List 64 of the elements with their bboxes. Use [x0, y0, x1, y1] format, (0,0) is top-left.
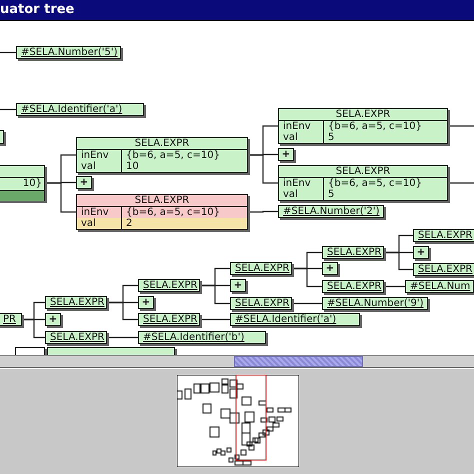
tree-node: SELA.EXPR [138, 313, 200, 326]
node-title: SELA.EXPR [279, 166, 447, 178]
expand-button: + [322, 262, 338, 275]
tree-node: SELA.EXPR [413, 263, 474, 276]
connector-line [107, 302, 138, 320]
connector-line [384, 252, 413, 270]
expand-button: + [413, 246, 429, 259]
tree-node: PR [0, 313, 22, 326]
tree-node: SELA.EXPR [322, 246, 384, 259]
expression-node [278, 165, 448, 201]
tree-node: #SELA.Number('2') [278, 205, 384, 218]
node-title: SELA.EXPR [77, 195, 247, 207]
field-value: {b=6, a=5, c=10} [327, 121, 422, 132]
connector-line [292, 302, 322, 304]
expand-button: + [278, 148, 294, 161]
tree-node: #SELA.Identifier('b') [138, 331, 266, 344]
window-title: uator tree [0, 2, 74, 17]
tree-node: #SELA.Identifier('a') [16, 103, 144, 116]
tree-node: SELA.EXPR [230, 297, 292, 310]
expand-button: + [76, 176, 92, 189]
field-value: 2 [125, 218, 132, 229]
field-name: val [279, 132, 324, 143]
connector-line [45, 182, 76, 213]
connector-line [0, 52, 16, 54]
tree-node: SELA.EXPR [138, 279, 200, 292]
connector-line [22, 318, 45, 338]
field-value: {b=6, a=5, c=10} [125, 207, 220, 218]
tree-node: SELA.EXPR [45, 331, 107, 344]
field-value: {b=6, a=5, c=10} [327, 178, 422, 189]
connector-line [0, 108, 16, 110]
expression-node [0, 165, 45, 201]
connector-line [200, 284, 230, 304]
tree-node: SELA.EXPR [413, 229, 474, 242]
connector-line [200, 318, 230, 320]
tree-node: #SELA.Identifier('a') [230, 313, 360, 326]
tree-node: #SELA.Num [405, 280, 474, 293]
field-value: 5 [327, 132, 334, 143]
tree-node: #SELA.Number('5') [16, 46, 121, 59]
connector-line [248, 154, 278, 184]
connector-line [384, 286, 405, 288]
field-value: {b=6, a=5, c=10} [125, 150, 220, 161]
connector-line [107, 336, 138, 338]
tree-node: SELA.EXPR [230, 262, 292, 275]
tree-node: #SELA.Number('9') [322, 297, 428, 310]
connector-line [248, 210, 278, 213]
field-value: 5 [327, 189, 334, 200]
connector-line [448, 125, 474, 127]
tree-node: SELA.EXPR [322, 280, 384, 293]
node-title: SELA.EXPR [279, 109, 447, 121]
connector-line [292, 268, 322, 288]
node-title: SELA.EXPR [77, 138, 247, 150]
expand-button: + [230, 279, 246, 292]
connector-line [448, 182, 474, 184]
field-value: 10 [125, 161, 139, 172]
field-name: val [279, 189, 324, 200]
field-name: val [77, 161, 122, 172]
tree-node: SELA.EXPR [45, 296, 107, 309]
field-value: 10} [22, 178, 42, 189]
expand-button: + [138, 296, 154, 309]
expression-node [76, 194, 248, 230]
expand-button: + [45, 313, 61, 326]
expression-node [278, 108, 448, 144]
field-name: val [77, 218, 122, 229]
expression-node [76, 137, 248, 173]
